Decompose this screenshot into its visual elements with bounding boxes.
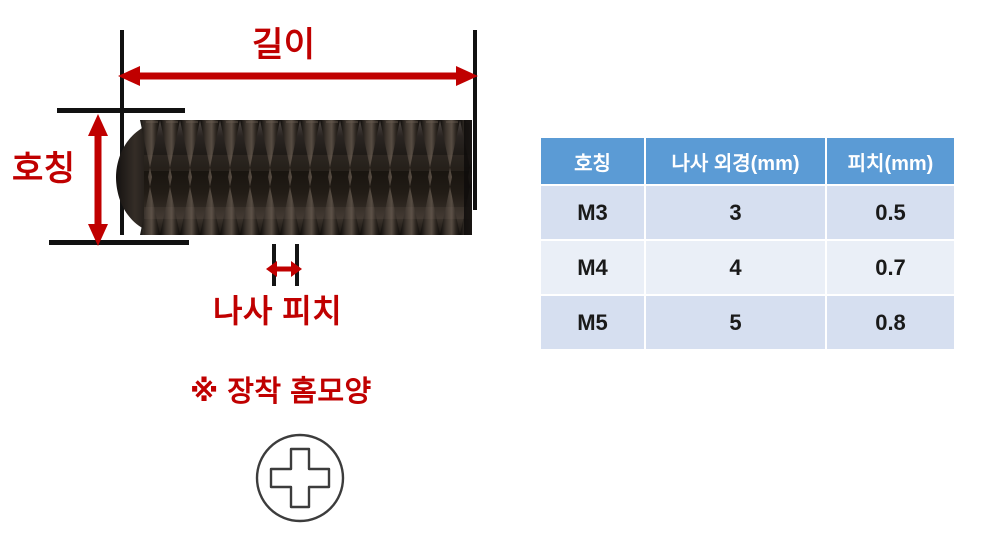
screw-threads-svg — [116, 120, 472, 235]
nominal-dimension-arrow — [88, 114, 108, 246]
table-row: M5 5 0.8 — [541, 295, 954, 351]
screw-spec-table-container: 호칭 나사 외경(mm) 피치(mm) M3 3 0.5 M4 4 0.7 M5 — [541, 138, 954, 351]
cell-diameter: 4 — [645, 240, 827, 296]
thread-pitch-label: 나사 피치 — [213, 293, 343, 329]
length-witness-line-right — [473, 30, 477, 210]
cell-nominal: M4 — [541, 240, 646, 296]
length-label: 길이 — [252, 26, 316, 64]
nominal-witness-line-top — [57, 108, 185, 113]
cell-nominal: M3 — [541, 185, 646, 241]
pitch-witness-line-right — [295, 244, 299, 286]
column-header-nominal: 호칭 — [541, 138, 646, 186]
screw-diagram: 길이 호칭 나사 피치 ※ 장착 홈모양 — [12, 26, 478, 523]
cell-pitch: 0.8 — [826, 295, 954, 351]
length-dimension-arrow — [118, 66, 478, 86]
nominal-witness-line-bottom — [49, 240, 189, 245]
cell-nominal: M5 — [541, 295, 646, 351]
set-screw-graphic — [110, 111, 472, 244]
cell-pitch: 0.5 — [826, 185, 954, 241]
cell-pitch: 0.7 — [826, 240, 954, 296]
pitch-dimension-arrow — [266, 261, 302, 277]
table-row: M3 3 0.5 — [541, 185, 954, 241]
cell-diameter: 5 — [645, 295, 827, 351]
column-header-pitch: 피치(mm) — [826, 138, 954, 186]
nominal-size-label: 호칭 — [12, 150, 76, 188]
table-header: 호칭 나사 외경(mm) 피치(mm) — [541, 138, 954, 186]
table-header-row: 호칭 나사 외경(mm) 피치(mm) — [541, 138, 954, 186]
screw-spec-table: 호칭 나사 외경(mm) 피치(mm) M3 3 0.5 M4 4 0.7 M5 — [541, 138, 954, 351]
table-body: M3 3 0.5 M4 4 0.7 M5 5 0.8 — [541, 185, 954, 351]
groove-shape-note: ※ 장착 홈모양 — [190, 376, 372, 408]
phillips-cross-head-icon — [255, 433, 345, 523]
column-header-diameter: 나사 외경(mm) — [645, 138, 827, 186]
length-witness-line-left — [120, 30, 124, 235]
cell-diameter: 3 — [645, 185, 827, 241]
table-row: M4 4 0.7 — [541, 240, 954, 296]
